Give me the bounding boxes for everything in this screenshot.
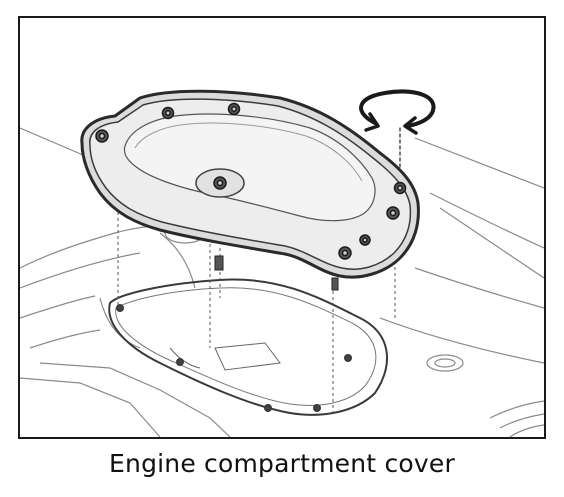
diagram-frame	[18, 16, 546, 439]
compartment-opening	[108, 278, 388, 416]
figure-caption: Engine compartment cover	[109, 449, 455, 478]
cover-fasteners	[95, 102, 407, 260]
cover-clips	[214, 255, 339, 291]
rotate-arrow-icon	[359, 89, 436, 169]
engine-cover-illustration	[20, 89, 544, 437]
cover-inner-panel	[123, 113, 376, 222]
vehicle-body-lines	[20, 127, 544, 437]
engine-compartment-cover	[80, 89, 420, 291]
